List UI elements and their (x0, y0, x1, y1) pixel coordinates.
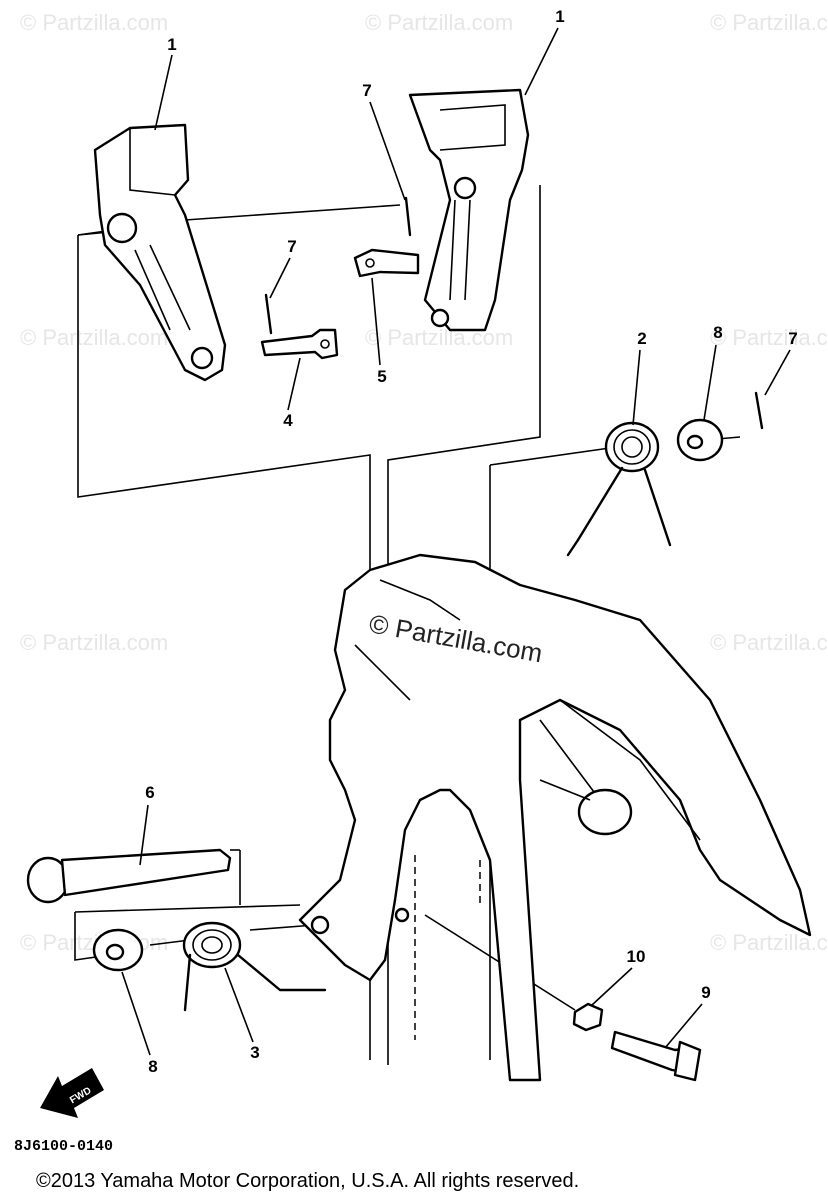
tilt-arm-left (93, 123, 227, 382)
watermark: © Partzilla.com (710, 325, 828, 350)
diagram-code: 8J6100-0140 (14, 1138, 113, 1155)
pin-part-5 (353, 248, 420, 278)
watermark: © Partzilla.com (710, 10, 828, 35)
callout-8-upper: 8 (713, 323, 722, 342)
copyright-notice: ©2013 Yamaha Motor Corporation, U.S.A. A… (36, 1170, 579, 1192)
watermark-layer: © Partzilla.com © Partzilla.com © Partzi… (20, 10, 828, 955)
callout-5: 5 (377, 367, 386, 386)
callout-2: 2 (637, 329, 646, 348)
swivel-bracket (298, 553, 812, 1082)
watermark: © Partzilla.com (365, 10, 513, 35)
watermark: © Partzilla.com (20, 325, 168, 350)
callout-8-lower: 8 (148, 1057, 157, 1076)
tilt-arm-right (408, 88, 530, 332)
watermark: © Partzilla.com (20, 10, 168, 35)
callout-7-top: 7 (362, 81, 371, 100)
callout-9: 9 (701, 983, 710, 1002)
nut-part-10 (572, 1002, 604, 1032)
cotter-pin (264, 196, 764, 430)
callout-6: 6 (145, 783, 154, 802)
callout-7-left: 7 (287, 237, 296, 256)
watermark: © Partzilla.com (710, 630, 828, 655)
watermark: © Partzilla.com (365, 325, 513, 350)
callouts: 1 1 7 7 5 4 2 8 7 6 8 3 10 9 (121, 7, 798, 1076)
callout-1-right: 1 (555, 7, 564, 26)
spring-part-2 (566, 421, 672, 557)
callout-7-right: 7 (788, 329, 797, 348)
washer-part-8-upper (676, 418, 724, 462)
washer-part-8-lower (92, 928, 144, 972)
callout-10: 10 (627, 947, 646, 966)
callout-4: 4 (283, 411, 293, 430)
callout-1-left: 1 (167, 35, 176, 54)
bolt-part-6 (26, 848, 232, 904)
callout-3: 3 (250, 1043, 259, 1062)
pin-part-4 (260, 328, 339, 360)
forward-arrow-icon: FWD (40, 1068, 104, 1118)
bolt-part-9 (610, 1030, 702, 1082)
spring-part-3 (182, 921, 327, 1012)
watermark: © Partzilla.com (20, 630, 168, 655)
